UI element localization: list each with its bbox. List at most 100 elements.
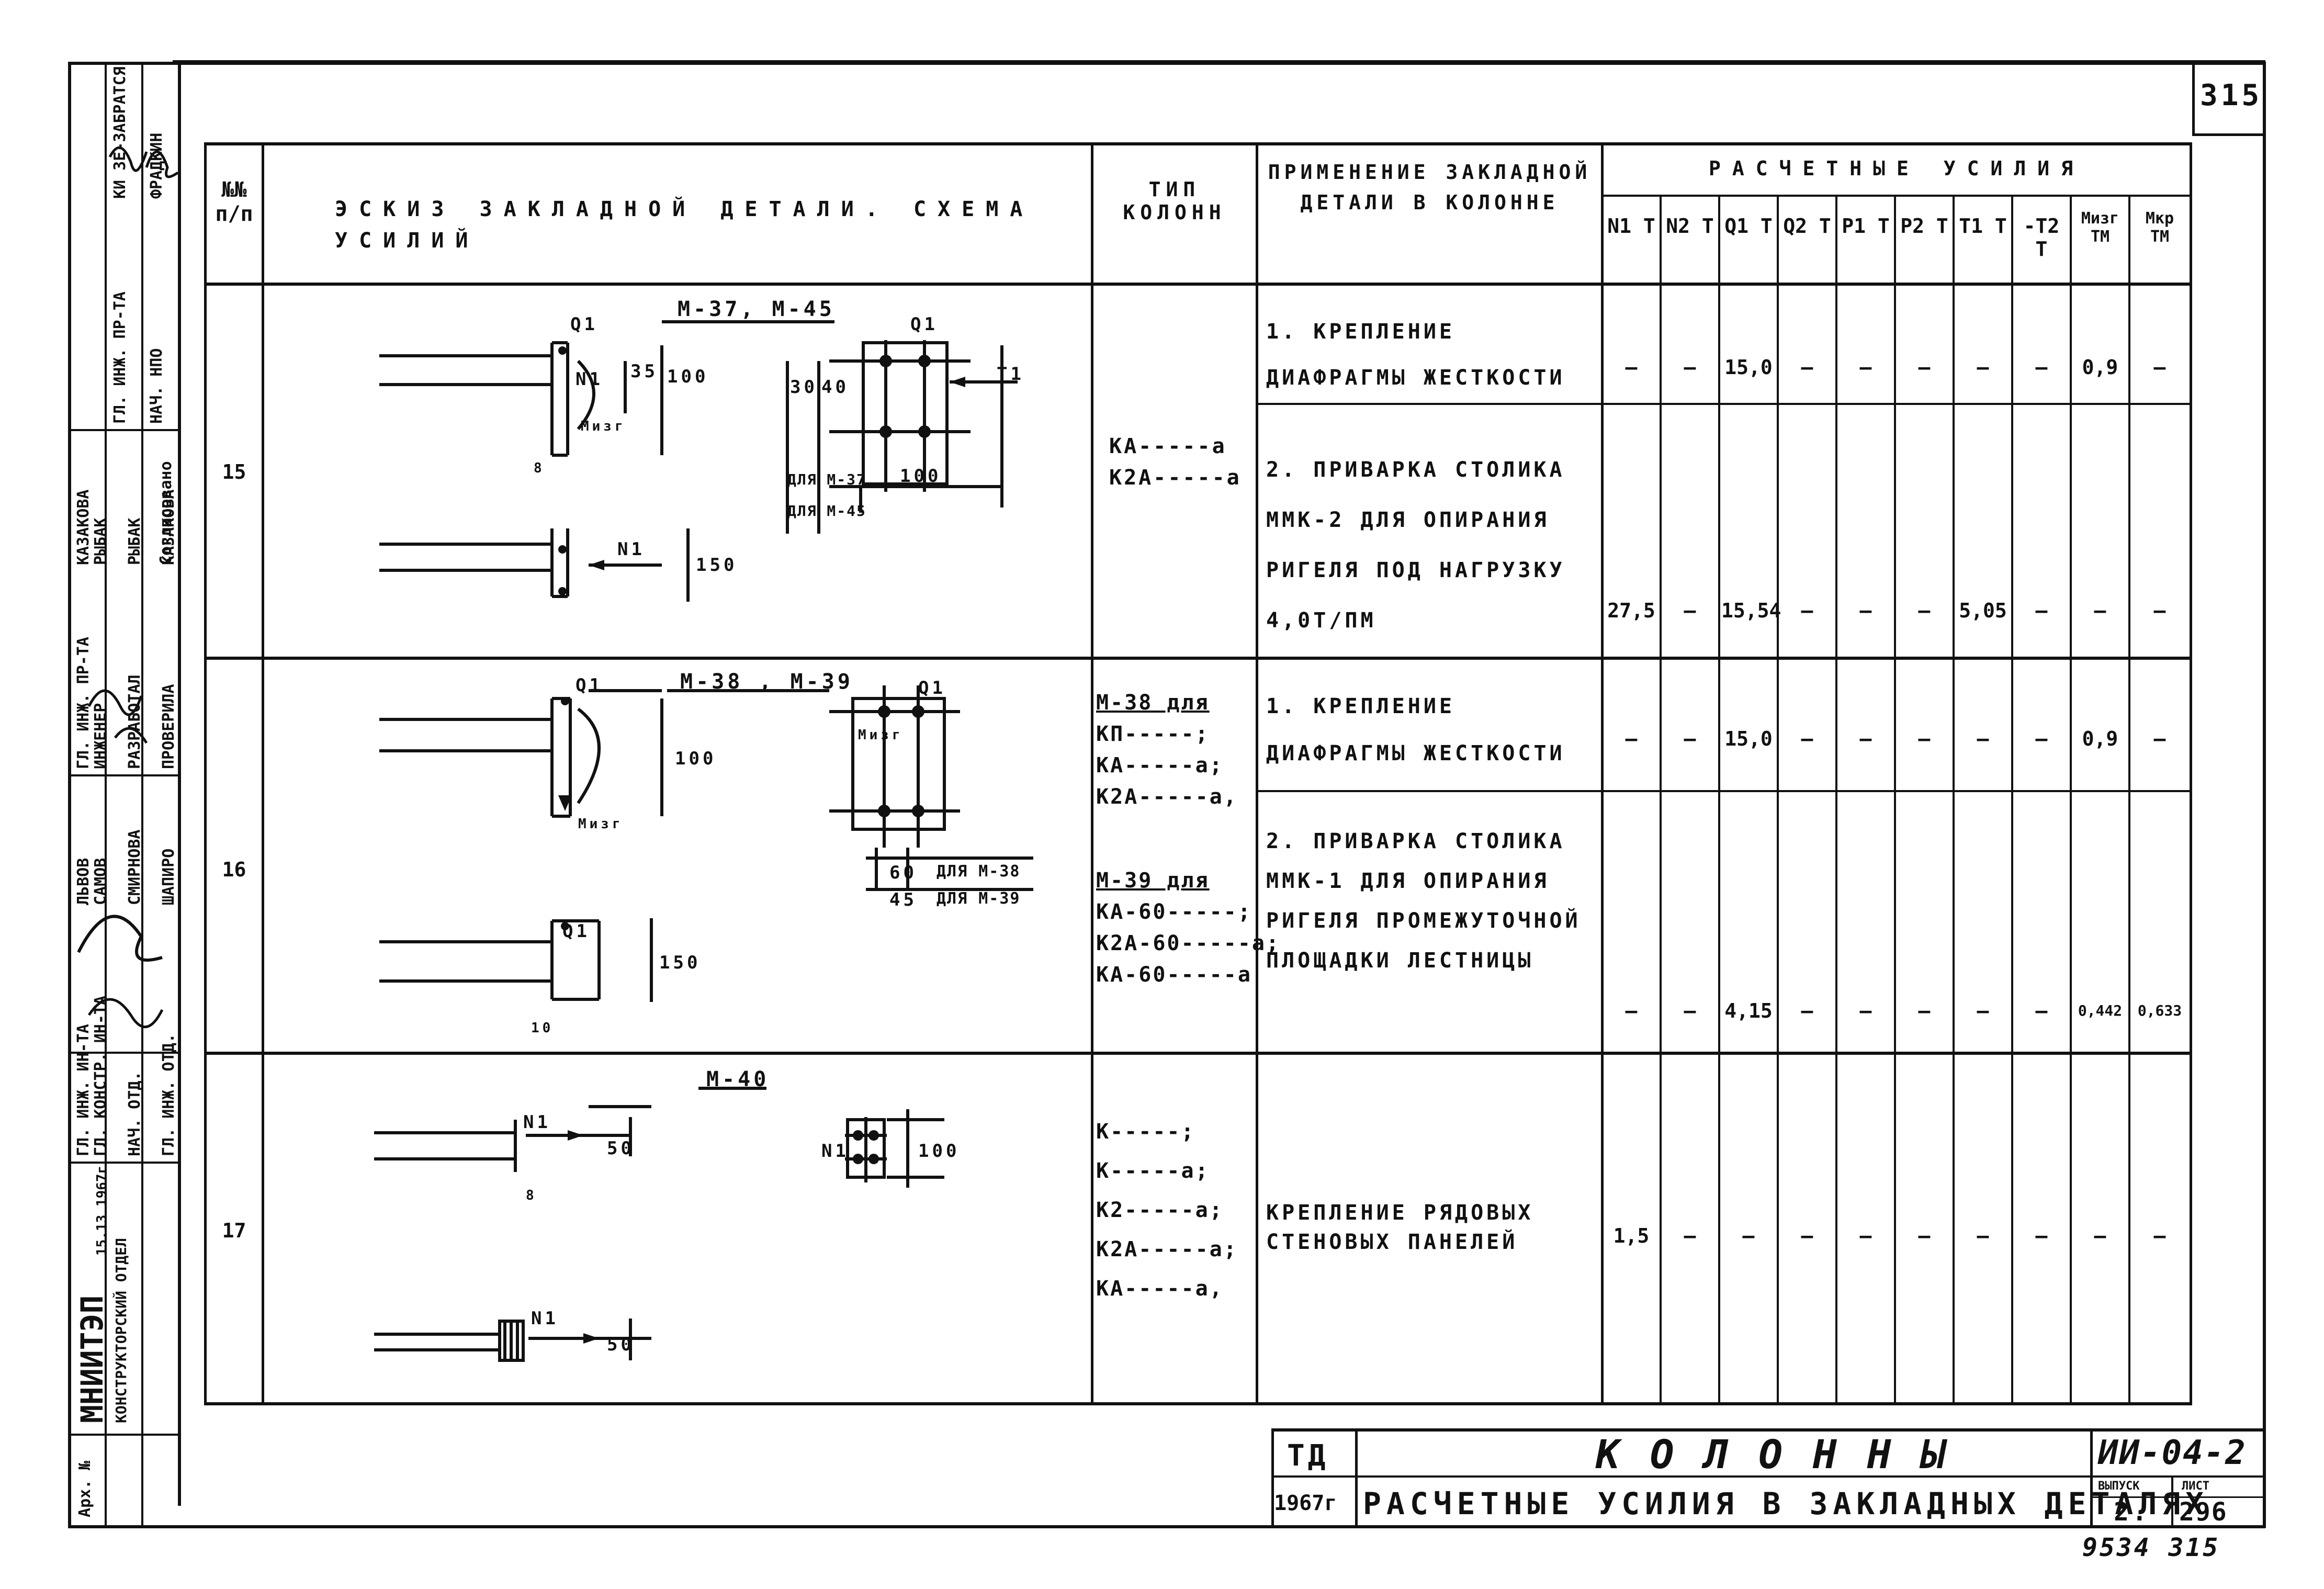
force-col-8: Mизг ТМ xyxy=(2081,209,2119,246)
value-cell: — xyxy=(2035,999,2048,1022)
page-box-left xyxy=(2192,62,2195,135)
tb-bottom xyxy=(1271,1525,2265,1528)
row-15-label-n1b: N1 xyxy=(617,539,645,560)
row-15-label-model: М-37, М-45 xyxy=(678,297,835,321)
value-cell: — xyxy=(1977,727,1989,750)
value-cell: — xyxy=(1859,999,1872,1022)
value-cell: — xyxy=(1684,356,1696,379)
value-cell: — xyxy=(1977,356,1989,379)
value-cell: — xyxy=(2153,727,2166,750)
row-15-label-q1b: Q1 xyxy=(910,314,938,335)
tbl-v3 xyxy=(1256,142,1258,1403)
row-15-label-m: Мизг xyxy=(581,419,626,434)
header-column-type: ТИП КОЛОНН xyxy=(1123,178,1226,224)
value-cell: — xyxy=(1977,999,1989,1022)
title-issue-label: ВЫПУСК xyxy=(2098,1480,2140,1493)
force-col-3: Q2 Т xyxy=(1783,215,1831,238)
value-cell: — xyxy=(1859,356,1872,379)
value-cell: — xyxy=(1801,1224,1813,1247)
row-15-label-for37: ДЛЯ М-37 xyxy=(787,471,866,488)
row-15-label-for45: ДЛЯ М-45 xyxy=(787,502,866,520)
row-16-label-for38: ДЛЯ М-38 xyxy=(937,862,1021,881)
value-cell: 1,5 xyxy=(1613,1224,1650,1247)
tbl-v1 xyxy=(262,142,264,1403)
value-cell: 0,9 xyxy=(2082,727,2118,750)
row-15-label-100: 100 xyxy=(667,366,709,387)
value-cell: — xyxy=(2153,356,2166,379)
stamp-sep5 xyxy=(68,1434,178,1436)
row-15-label-q1a: Q1 xyxy=(570,314,598,335)
force-col-5: P2 Т xyxy=(1900,215,1948,238)
frame-top-right xyxy=(173,60,2265,63)
row-15-label-30: 30 xyxy=(790,377,818,398)
title-main: КОЛОННЫ xyxy=(1596,1431,1976,1478)
row-16-label-150: 150 xyxy=(659,952,701,973)
row-16-coltype-3: К2А-----а, xyxy=(1096,785,1238,809)
value-cell: — xyxy=(2094,1224,2106,1247)
row-16-num: 16 xyxy=(222,858,246,881)
row-17-app-0: КРЕПЛЕНИЕ РЯДОВЫХ СТЕНОВЫХ ПАНЕЛЕЙ xyxy=(1266,1201,1534,1254)
stamp-sep4 xyxy=(68,1162,178,1164)
row-17-coltype-2: К2-----а; xyxy=(1096,1198,1224,1222)
tb-v1 xyxy=(1355,1428,1358,1528)
row-15-sketch xyxy=(379,320,1018,602)
value-cell: — xyxy=(2035,356,2048,379)
row-15-coltype-0: КА-----а xyxy=(1109,434,1227,458)
page-box-bottom xyxy=(2192,133,2265,136)
header-num: №№ п/п xyxy=(215,178,253,226)
frame-left xyxy=(68,62,71,1527)
force-col-0: N1 Т xyxy=(1607,215,1655,238)
value-cell: — xyxy=(1801,999,1813,1022)
frame-left-inner xyxy=(178,62,181,1506)
row-17-label-n1b: N1 xyxy=(821,1141,849,1162)
stamp-sep3 xyxy=(68,1052,178,1054)
value-cell: — xyxy=(2035,599,2048,622)
tb-top xyxy=(1271,1428,2265,1432)
row-16-label-60: 60 xyxy=(889,862,917,883)
stamp-col2 xyxy=(141,62,143,1527)
value-cell: 15,54 xyxy=(1721,599,1781,622)
stamp-col1 xyxy=(105,62,107,1527)
row-16-coltype-1: КП-----; xyxy=(1096,722,1210,746)
value-cell: 27,5 xyxy=(1607,599,1655,622)
value-cell: — xyxy=(2035,727,2048,750)
row-17-sketch xyxy=(374,1087,944,1362)
tbl-v0 xyxy=(204,142,207,1403)
row-16-sketch xyxy=(379,685,1033,1002)
row-16-coltype-4: М-39 для xyxy=(1096,869,1210,893)
tb-v2 xyxy=(2090,1428,2093,1528)
value-cell: — xyxy=(2035,1224,2048,1247)
tb-left xyxy=(1271,1428,1274,1528)
value-cell: 15,0 xyxy=(1724,727,1773,750)
row-15-label-plate-100: 100 xyxy=(900,466,942,487)
row-17-coltype-0: К-----; xyxy=(1096,1120,1195,1144)
row-17-num: 17 xyxy=(222,1219,246,1242)
value-cell: — xyxy=(1918,599,1931,622)
row-17-label-50b: 50 xyxy=(607,1334,635,1355)
row-16-label-m2: Мизг xyxy=(858,727,904,743)
value-cell: 4,15 xyxy=(1724,999,1773,1022)
value-cell: — xyxy=(2153,1224,2166,1247)
row-16-label-q1a: Q1 xyxy=(576,675,603,696)
tbl-v9 xyxy=(1894,197,1896,1403)
tbl-v4 xyxy=(1601,142,1604,1403)
value-cell: — xyxy=(1625,356,1638,379)
tb-v3 xyxy=(2171,1477,2173,1528)
tbl-v10 xyxy=(1953,197,1955,1403)
row-15-num: 15 xyxy=(222,460,246,483)
row-15-label-t1: T1 xyxy=(997,364,1024,385)
row-16-coltype-6: К2А-60-----а; xyxy=(1096,931,1281,955)
tb-v3b xyxy=(2093,1496,2265,1498)
tbl-top xyxy=(204,142,2192,145)
row-16-label-100: 100 xyxy=(675,748,717,769)
force-col-4: P1 Т xyxy=(1842,215,1890,238)
title-sub: РАСЧЕТНЫЕ УСИЛИЯ В ЗАКЛАДНЫХ ДЕТАЛЯХ xyxy=(1363,1486,2209,1522)
title-sheet: 296 xyxy=(2179,1497,2228,1527)
value-cell: — xyxy=(1801,727,1813,750)
row-15-label-35: 35 xyxy=(630,361,658,382)
row-16-label-10: 10 xyxy=(531,1020,554,1036)
header-forces: РАСЧЕТНЫЕ УСИЛИЯ xyxy=(1708,157,2085,180)
frame-top xyxy=(68,62,2265,65)
row-15-coltype-1: К2А-----а xyxy=(1109,466,1242,490)
value-cell: — xyxy=(1859,727,1872,750)
